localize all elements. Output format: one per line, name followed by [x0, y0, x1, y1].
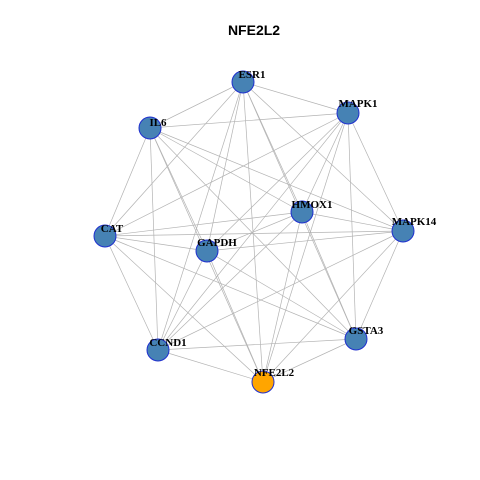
node-label-hmox1: HMOX1	[292, 199, 333, 211]
node-label-esr1: ESR1	[239, 69, 266, 81]
node-cat	[93, 224, 117, 248]
edge-mapk14-cat	[104, 230, 404, 237]
edge-mapk1-il6	[149, 112, 349, 129]
edge-mapk14-gapdh	[206, 230, 404, 252]
edge-il6-ccnd1	[149, 127, 159, 351]
edge-il6-cat	[104, 127, 151, 237]
edge-mapk14-gsta3	[355, 230, 404, 340]
edge-mapk1-ccnd1	[157, 112, 349, 351]
edge-mapk1-cat	[104, 112, 349, 237]
edge-mapk14-ccnd1	[157, 230, 404, 351]
edge-mapk1-mapk14	[347, 112, 404, 232]
edge-ccnd1-nfe2l2	[157, 349, 264, 383]
edge-hmox1-nfe2l2	[262, 211, 303, 383]
edge-esr1-mapk14	[242, 81, 404, 232]
edge-mapk1-gsta3	[347, 112, 357, 340]
edge-il6-hmox1	[149, 127, 303, 213]
edge-gsta3-nfe2l2	[262, 338, 357, 383]
edge-cat-ccnd1	[104, 235, 159, 351]
edge-cat-gapdh	[104, 235, 208, 252]
edge-esr1-mapk1	[242, 81, 349, 114]
edge-hmox1-gapdh	[206, 211, 303, 252]
edge-esr1-cat	[104, 81, 244, 237]
node-hmox1	[290, 200, 314, 224]
edge-hmox1-cat	[104, 211, 303, 237]
edge-cat-nfe2l2	[104, 235, 264, 383]
edge-esr1-il6	[149, 81, 244, 129]
node-label-mapk14: MAPK14	[392, 216, 437, 228]
edge-gapdh-ccnd1	[157, 250, 208, 351]
edge-gsta3-ccnd1	[157, 338, 357, 351]
node-label-il6: IL6	[149, 117, 167, 129]
diagram-title: NFE2L2	[228, 22, 280, 38]
edge-mapk1-nfe2l2	[262, 112, 349, 383]
edge-mapk1-hmox1	[301, 112, 349, 213]
edge-hmox1-mapk14	[301, 211, 404, 232]
edge-hmox1-ccnd1	[157, 211, 303, 351]
node-nfe2l2	[251, 370, 275, 394]
edge-esr1-gapdh	[206, 81, 244, 252]
edge-gapdh-nfe2l2	[206, 250, 264, 383]
node-layer	[93, 70, 415, 394]
edge-layer	[104, 81, 404, 383]
node-label-nfe2l2: NFE2L2	[254, 367, 295, 379]
node-gapdh	[195, 239, 219, 263]
node-mapk1	[336, 101, 360, 125]
edge-mapk1-gapdh	[206, 112, 349, 252]
node-gsta3	[344, 327, 368, 351]
node-label-cat: CAT	[101, 223, 124, 235]
node-label-gsta3: GSTA3	[349, 325, 384, 337]
node-il6	[138, 116, 162, 140]
node-label-ccnd1: CCND1	[149, 337, 186, 349]
edge-cat-gsta3	[104, 235, 357, 340]
node-ccnd1	[146, 338, 170, 362]
edge-mapk14-nfe2l2	[262, 230, 404, 383]
edge-gapdh-gsta3	[206, 250, 357, 340]
edge-esr1-ccnd1	[157, 81, 244, 351]
node-mapk14	[391, 219, 415, 243]
edge-hmox1-gsta3	[301, 211, 357, 340]
edge-il6-mapk14	[149, 127, 404, 232]
node-label-mapk1: MAPK1	[338, 98, 377, 110]
node-label-gapdh: GAPDH	[197, 237, 237, 249]
node-esr1	[231, 70, 255, 94]
